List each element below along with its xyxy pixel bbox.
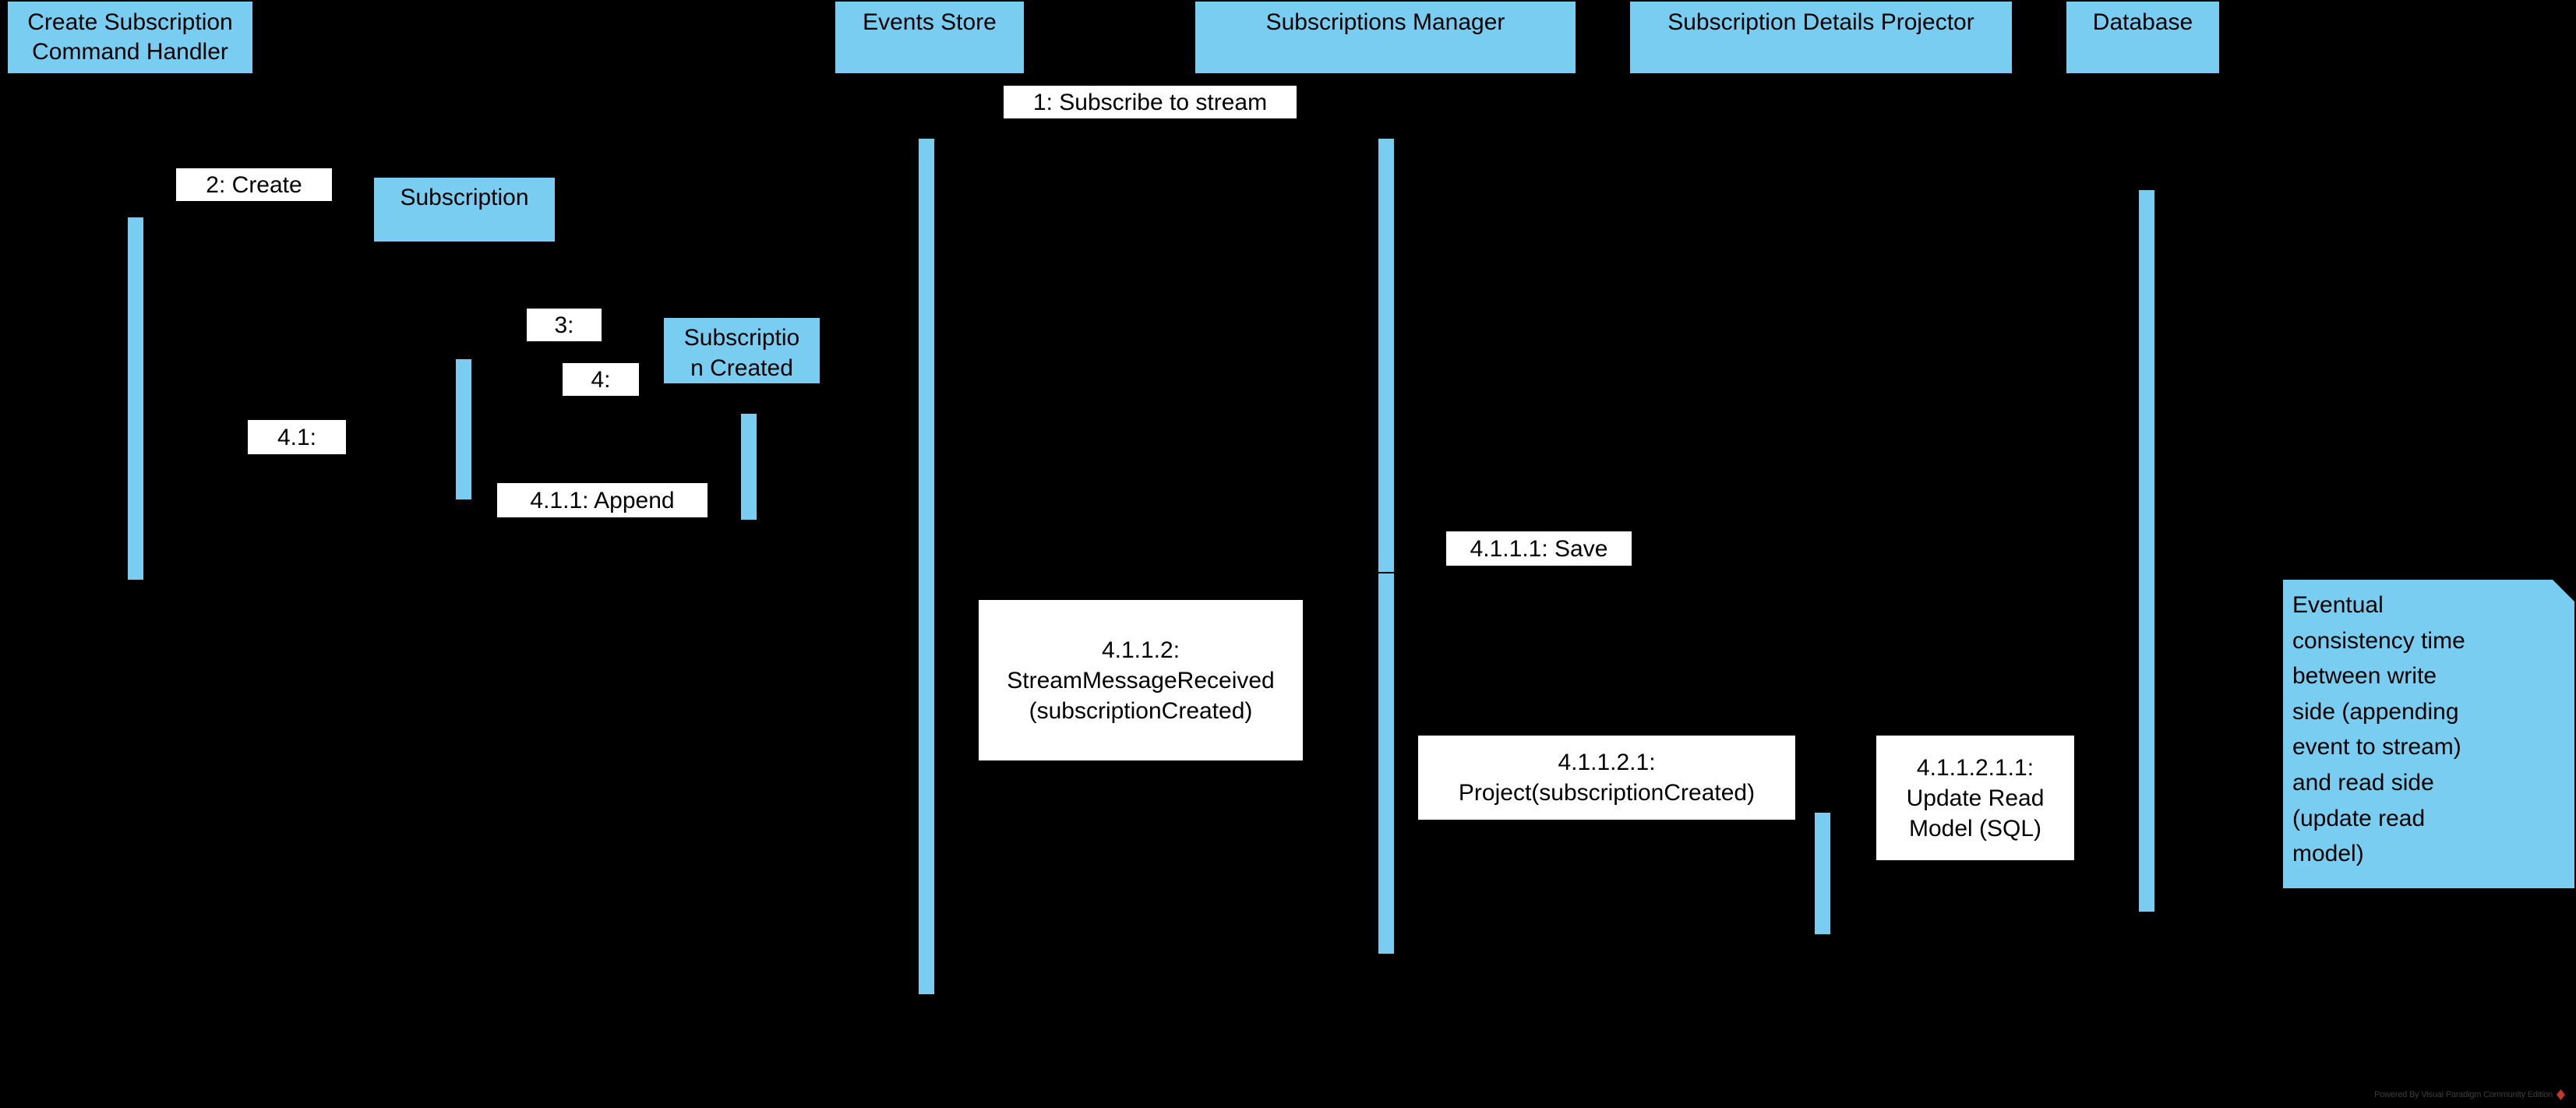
- message-4-1-1-1-save[interactable]: 4.1.1.1: Save: [1446, 531, 1632, 566]
- message-label-text: 4.1.1: Append: [530, 487, 675, 513]
- object-subscription[interactable]: Subscription: [372, 176, 556, 243]
- participant-subscriptions-manager[interactable]: Subscriptions Manager: [1194, 0, 1577, 75]
- message-label-text: 4.1.1.2.1: Project(subscriptionCreated): [1458, 750, 1756, 806]
- message-2-create[interactable]: 2: Create: [176, 168, 332, 201]
- message-label-text: 1: Subscribe to stream: [1032, 89, 1268, 115]
- visual-paradigm-logo-icon: [2557, 1089, 2565, 1100]
- message-label-text: 4.1:: [277, 424, 317, 450]
- object-subscription-created[interactable]: Subscriptio n Created: [662, 316, 821, 385]
- activation-database[interactable]: [2138, 189, 2155, 912]
- activation-subscriptions-manager-lower[interactable]: [1378, 573, 1395, 955]
- activation-subscription-created[interactable]: [740, 413, 757, 520]
- message-4[interactable]: 4:: [563, 363, 639, 396]
- message-1-subscribe-to-stream[interactable]: 1: Subscribe to stream: [1004, 86, 1297, 118]
- message-label-text: 4.1.1.1: Save: [1470, 535, 1608, 562]
- message-label-text: 4.1.1.2.1.1: Update Read Model (SQL): [1906, 754, 2045, 842]
- message-4-1-1-2-stream-message-received[interactable]: 4.1.1.2: StreamMessageReceived (subscrip…: [979, 600, 1303, 760]
- activation-subscription[interactable]: [455, 358, 472, 500]
- message-4-1-1-2-1-1-update-read-model[interactable]: 4.1.1.2.1.1: Update Read Model (SQL): [1876, 736, 2074, 860]
- participant-database[interactable]: Database: [2065, 0, 2221, 75]
- participant-label: Database: [2092, 9, 2193, 35]
- message-label-text: 3:: [554, 312, 574, 338]
- message-4-1-1-2-1-project[interactable]: 4.1.1.2.1: Project(subscriptionCreated): [1418, 736, 1795, 820]
- visual-paradigm-watermark: Powered By Visual Paradigm Community Edi…: [2374, 1089, 2565, 1100]
- note-eventual-consistency[interactable]: Eventual consistency time between write …: [2281, 578, 2576, 890]
- participant-label: Events Store: [863, 9, 997, 35]
- participant-create-subscription-command-handler[interactable]: Create Subscription Command Handler: [6, 0, 254, 75]
- message-label-text: 2: Create: [206, 171, 302, 198]
- participant-label: Create Subscription Command Handler: [27, 9, 233, 65]
- message-label-text: 4:: [591, 366, 611, 393]
- message-4-1-1-append[interactable]: 4.1.1: Append: [497, 483, 708, 517]
- activation-create-subscription-command-handler[interactable]: [127, 217, 144, 580]
- object-label: Subscription: [400, 185, 529, 210]
- message-label-text: 4.1.1.2: StreamMessageReceived (subscrip…: [1007, 637, 1275, 724]
- activation-subscription-details-projector[interactable]: [1814, 812, 1831, 935]
- note-text: Eventual consistency time between write …: [2292, 592, 2465, 867]
- activation-events-store[interactable]: [918, 138, 935, 995]
- activation-subscriptions-manager-upper[interactable]: [1378, 138, 1395, 573]
- participant-label: Subscriptions Manager: [1265, 9, 1505, 35]
- watermark-text: Powered By Visual Paradigm Community Edi…: [2374, 1090, 2553, 1099]
- participant-subscription-details-projector[interactable]: Subscription Details Projector: [1629, 0, 2013, 75]
- message-4-1[interactable]: 4.1:: [248, 420, 346, 454]
- object-label: Subscriptio n Created: [683, 325, 800, 381]
- participant-events-store[interactable]: Events Store: [834, 0, 1025, 75]
- participant-label: Subscription Details Projector: [1667, 9, 1974, 35]
- message-3[interactable]: 3:: [527, 309, 602, 341]
